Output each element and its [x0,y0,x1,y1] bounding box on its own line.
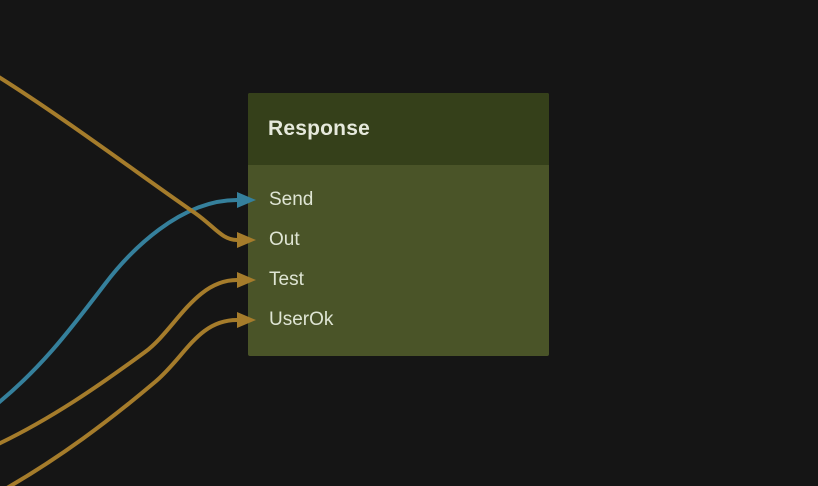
port-row-send[interactable]: Send [248,180,549,220]
port-row-out[interactable]: Out [248,220,549,260]
port-label: Test [269,269,304,290]
port-label: Send [269,189,314,210]
edge-to-send[interactable] [0,198,239,408]
port-label: UserOk [269,309,334,330]
edge-to-test[interactable] [0,278,239,447]
port-arrow-send[interactable] [237,192,256,208]
node-title: Response [268,117,370,140]
port-arrow-userok[interactable] [237,312,256,328]
port-label: Out [269,229,300,250]
port-row-test[interactable]: Test [248,260,549,300]
edge-to-userok[interactable] [0,318,239,486]
port-arrow-out[interactable] [237,232,256,248]
port-arrow-test[interactable] [237,272,256,288]
node-body: Send Out Test UserOk [248,165,549,340]
node-response[interactable]: Response Send Out Test UserOk [248,93,549,356]
node-header[interactable]: Response [248,93,549,165]
edge-to-out[interactable] [0,74,239,242]
port-row-userok[interactable]: UserOk [248,300,549,340]
